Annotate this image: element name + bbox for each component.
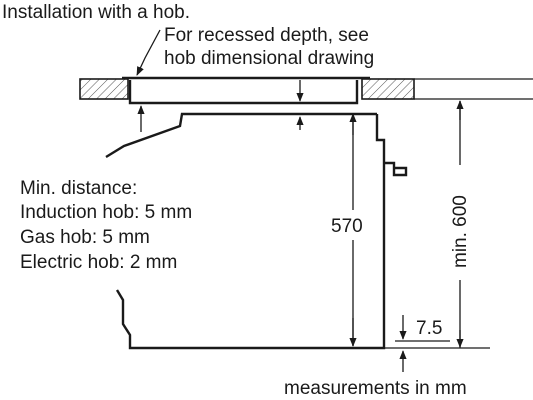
callout-leader	[136, 29, 161, 76]
gap-label: 7.5	[416, 318, 442, 339]
min-distance-gas: Gas hob: 5 mm	[20, 227, 150, 248]
worktop-left	[79, 78, 129, 100]
worktop-right	[361, 78, 415, 100]
min-distance-heading: Min. distance:	[20, 178, 137, 199]
diagram-title: Installation with a hob.	[2, 2, 190, 23]
oven-knob	[384, 161, 408, 177]
oven-front	[375, 114, 386, 304]
niche-height-label: min. 600	[450, 195, 471, 268]
measurements-note: measurements in mm	[284, 378, 467, 399]
min-distance-induction: Induction hob: 5 mm	[20, 202, 192, 223]
oven-bottom	[115, 289, 386, 350]
hob-body	[128, 80, 359, 105]
callout-line-2: hob dimensional drawing	[164, 48, 374, 69]
callout-line-1: For recessed depth, see	[164, 25, 369, 46]
oven-top-edge	[105, 112, 377, 159]
oven-height-label: 570	[331, 216, 363, 237]
min-distance-electric: Electric hob: 2 mm	[20, 252, 177, 273]
